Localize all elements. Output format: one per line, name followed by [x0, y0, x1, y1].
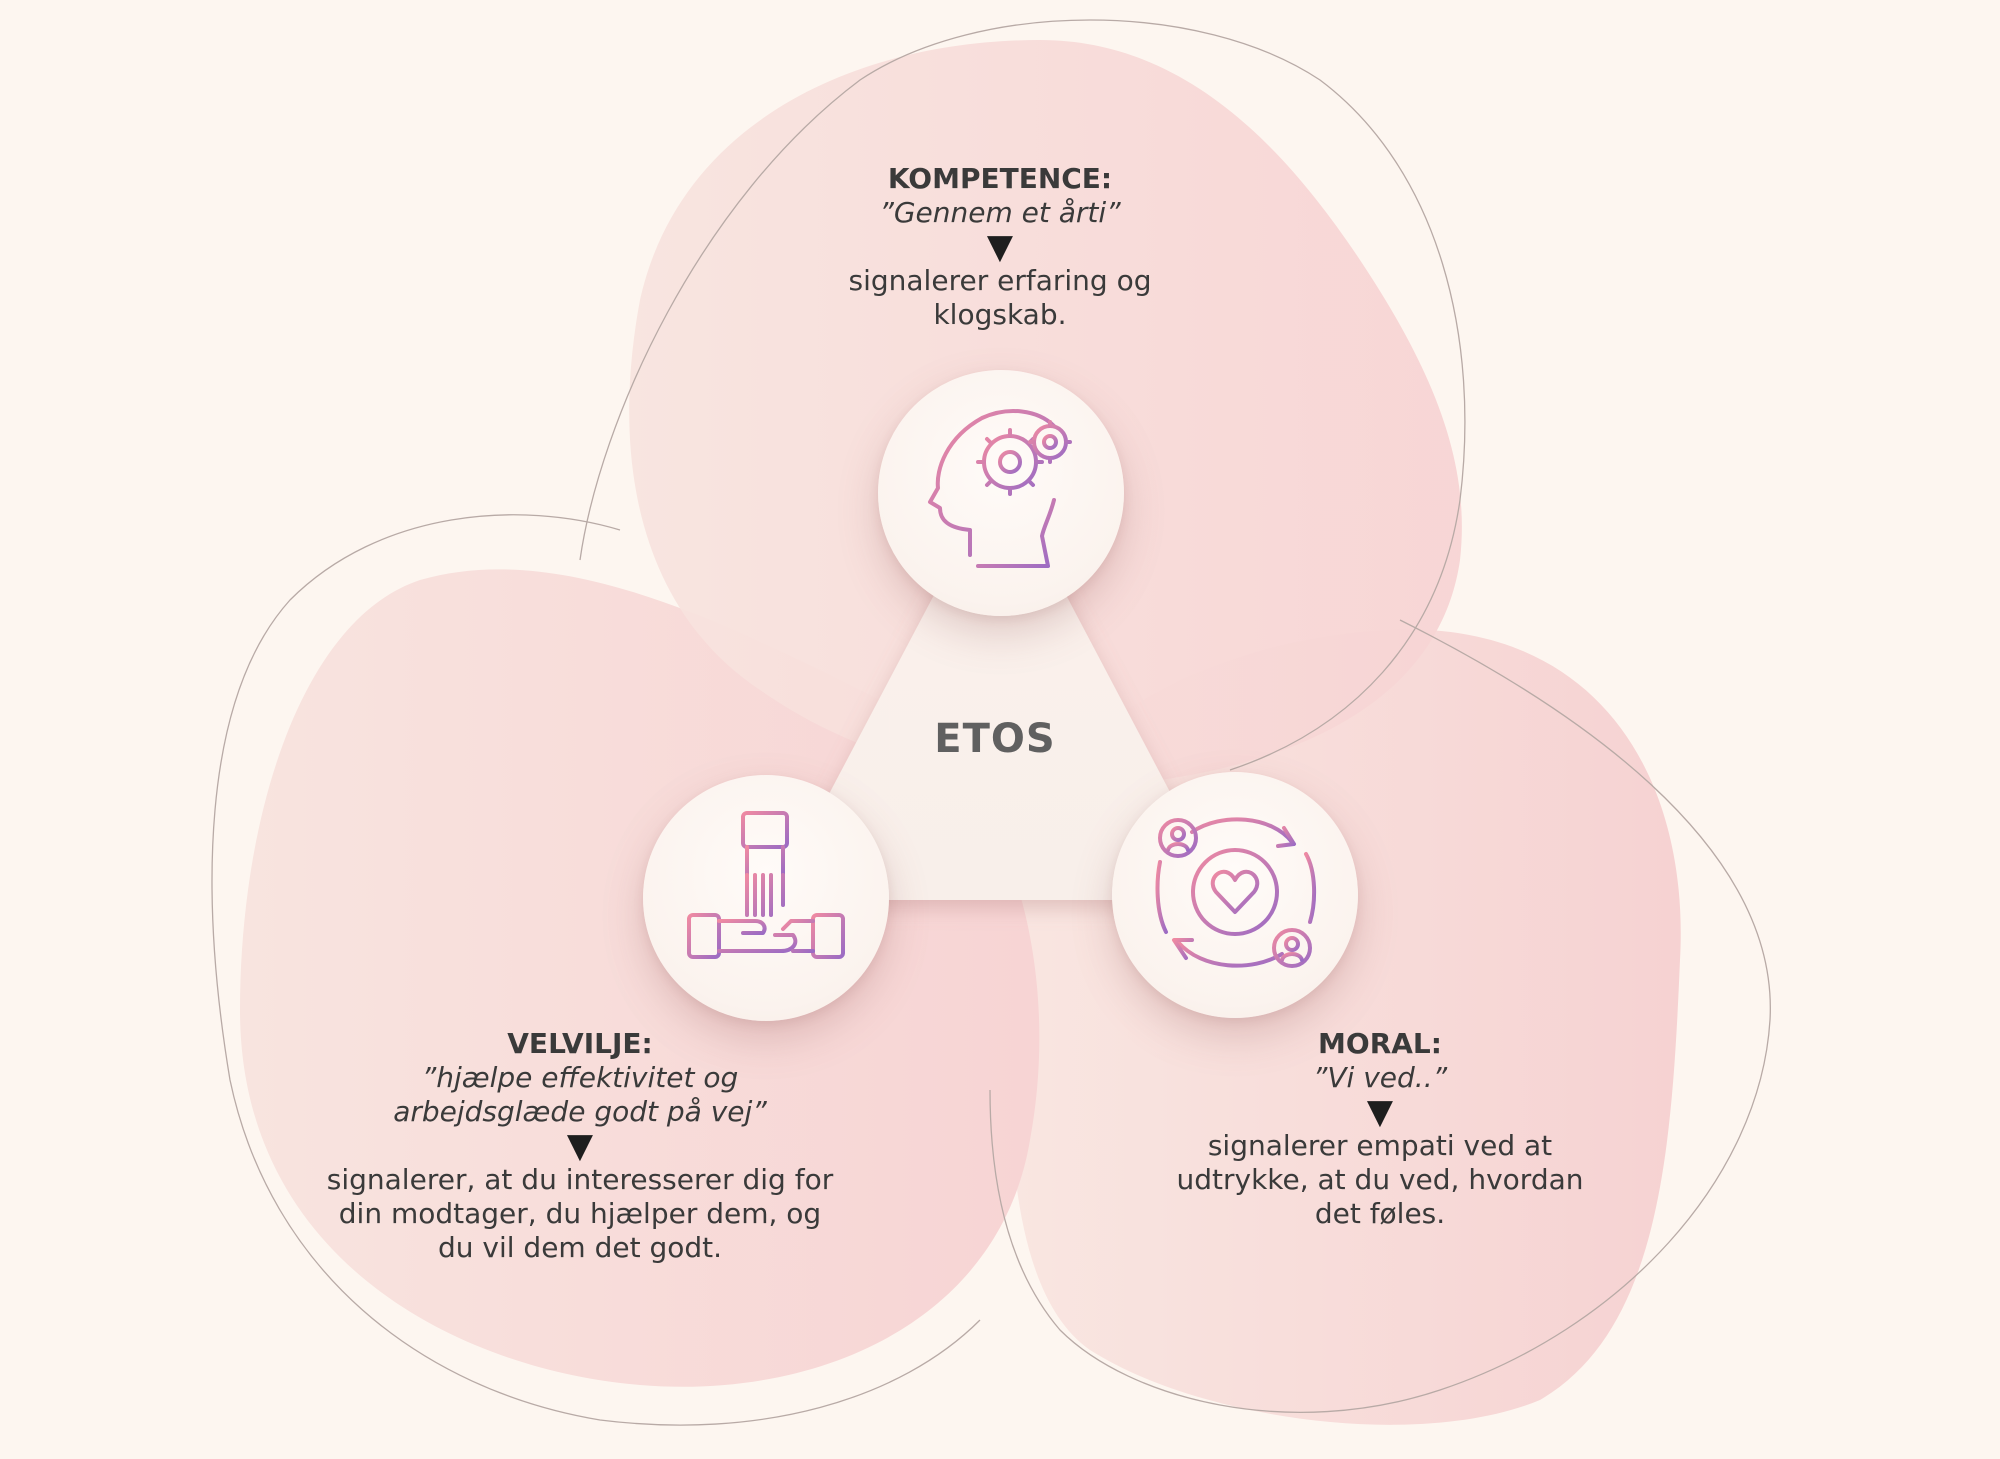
down-arrow-icon: ▼	[566, 1126, 594, 1166]
moral-text: MORAL: ”Vi ved..” ▼ signalerer empati ve…	[1160, 1027, 1600, 1231]
velvilje-quote-line2: arbejdsglæde godt på vej”	[393, 1095, 767, 1128]
down-arrow-icon: ▼	[986, 227, 1014, 267]
heart-exchange-icon	[1155, 817, 1317, 968]
center-label: ETOS	[934, 716, 1056, 762]
outline-left	[211, 514, 981, 1426]
stacked-hands-icon	[687, 811, 845, 959]
moral-desc-line2: udtrykke, at du ved, hvordan	[1176, 1163, 1584, 1196]
down-arrow-icon: ▼	[1366, 1092, 1394, 1132]
kompetence-circle	[878, 370, 1124, 616]
kompetence-heading: KOMPETENCE:	[887, 162, 1113, 195]
velvilje-heading: VELVILJE:	[507, 1027, 653, 1060]
velvilje-quote-line1: ”hjælpe effektivitet og	[421, 1061, 739, 1094]
velvilje-text: VELVILJE: ”hjælpe effektivitet og arbejd…	[320, 1027, 840, 1265]
center-triangle	[806, 470, 1194, 900]
kompetence-desc-line1: signalerer erfaring og	[848, 264, 1152, 297]
kompetence-desc-line2: klogskab.	[933, 298, 1067, 331]
blob-velvilje	[240, 569, 1040, 1387]
velvilje-desc-line3: du vil dem det godt.	[437, 1231, 723, 1264]
moral-desc-line3: det føles.	[1314, 1197, 1446, 1230]
velvilje-desc-line2: din modtager, du hjælper dem, og	[338, 1197, 822, 1230]
moral-heading: MORAL:	[1318, 1027, 1442, 1060]
kompetence-quote: ”Gennem et årti”	[879, 196, 1121, 229]
moral-desc-line1: signalerer empati ved at	[1207, 1129, 1553, 1162]
kompetence-text: KOMPETENCE: ”Gennem et årti” ▼ signalere…	[780, 162, 1220, 332]
velvilje-circle	[643, 775, 889, 1021]
outline-top	[579, 19, 1466, 771]
moral-circle	[1112, 772, 1358, 1018]
head-gears-icon	[928, 409, 1072, 568]
outline-right	[989, 619, 1771, 1413]
velvilje-desc-line1: signalerer, at du interesserer dig for	[326, 1163, 834, 1196]
moral-quote: ”Vi ved..”	[1312, 1061, 1448, 1094]
